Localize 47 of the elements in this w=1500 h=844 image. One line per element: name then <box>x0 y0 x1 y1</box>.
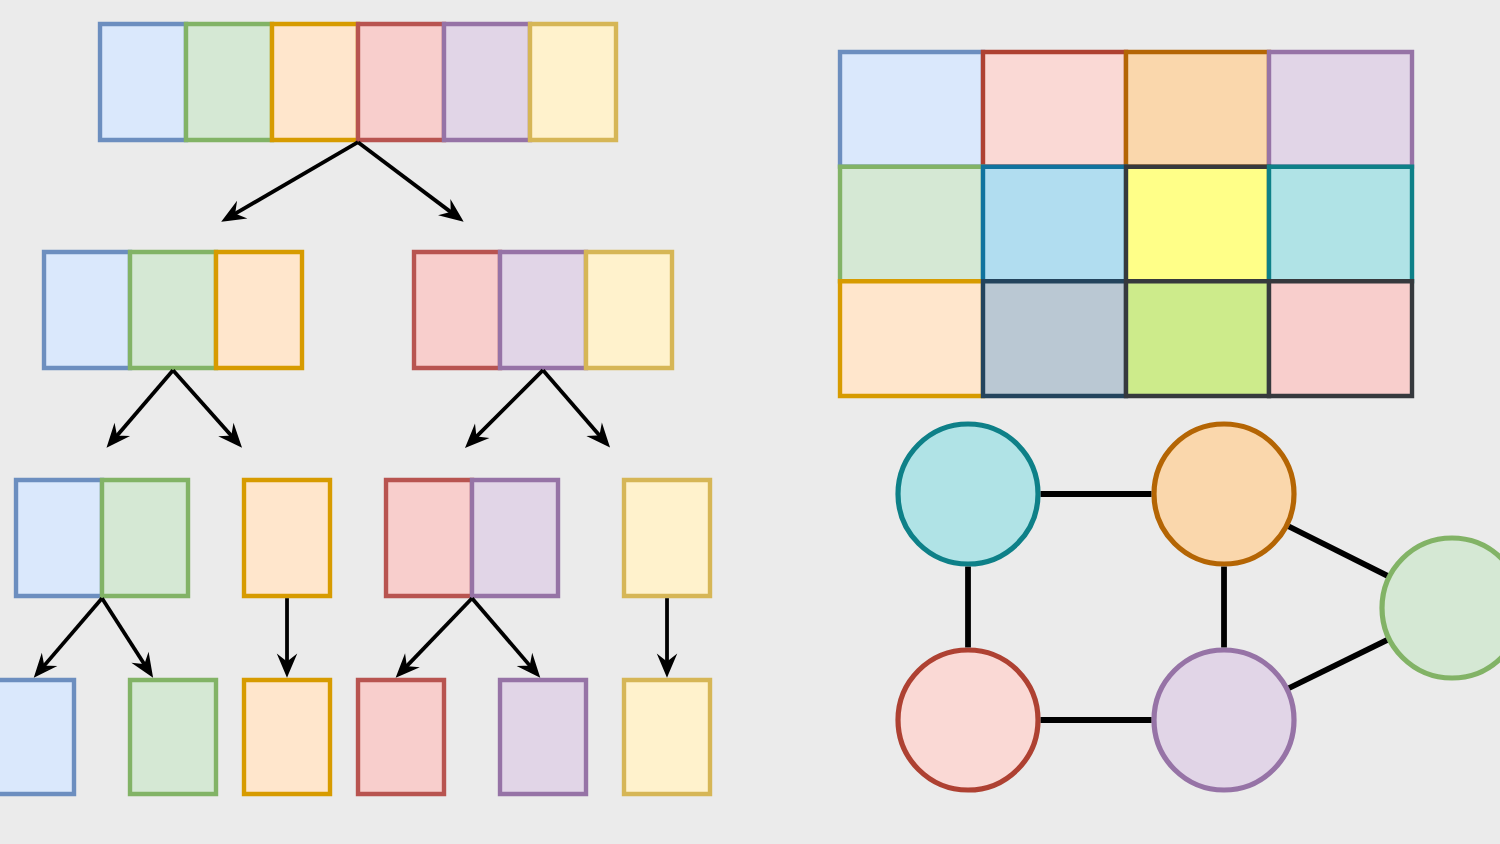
array-cell <box>241 477 333 599</box>
connector-line <box>1221 566 1227 648</box>
array-cell <box>127 249 219 371</box>
array-cell <box>241 677 333 797</box>
array-cell <box>127 677 219 797</box>
grid-cell <box>1266 49 1415 169</box>
grid-cell <box>837 49 986 169</box>
array-cell <box>269 21 361 143</box>
grid-cell <box>837 164 986 284</box>
connector-line <box>965 566 971 648</box>
graph-node <box>1379 535 1500 681</box>
array-cell <box>97 21 189 143</box>
array-cell <box>621 477 713 599</box>
graph-node <box>1151 421 1297 567</box>
array-cell <box>383 477 475 599</box>
connector-line <box>1040 491 1152 497</box>
array-cell <box>355 677 447 797</box>
grid-cell <box>1123 279 1272 399</box>
array-cell <box>583 249 675 371</box>
array-cell <box>411 249 503 371</box>
array-cell <box>41 249 133 371</box>
array-cell <box>99 477 191 599</box>
grid-cell <box>1266 164 1415 284</box>
array-cell <box>13 477 105 599</box>
graph-node <box>895 421 1041 567</box>
array-cell <box>527 21 619 143</box>
array-cell <box>497 249 589 371</box>
connector-line <box>1287 523 1389 579</box>
array-cell <box>213 249 305 371</box>
grid-cell <box>1123 164 1272 284</box>
grid-cell <box>980 49 1129 169</box>
grid-cell <box>980 164 1129 284</box>
grid-cell <box>837 279 986 399</box>
graph-node <box>895 647 1041 793</box>
grid-cell <box>980 279 1129 399</box>
array-cell <box>621 677 713 797</box>
array-cell <box>441 21 533 143</box>
graph-node <box>1151 647 1297 793</box>
connector-line <box>1040 717 1152 723</box>
connector-line <box>1287 637 1389 691</box>
array-cell <box>469 477 561 599</box>
array-cell <box>0 677 77 797</box>
array-cell <box>497 677 589 797</box>
grid-cell <box>1266 279 1415 399</box>
grid-cell <box>1123 49 1272 169</box>
array-cell <box>355 21 447 143</box>
array-cell <box>183 21 275 143</box>
